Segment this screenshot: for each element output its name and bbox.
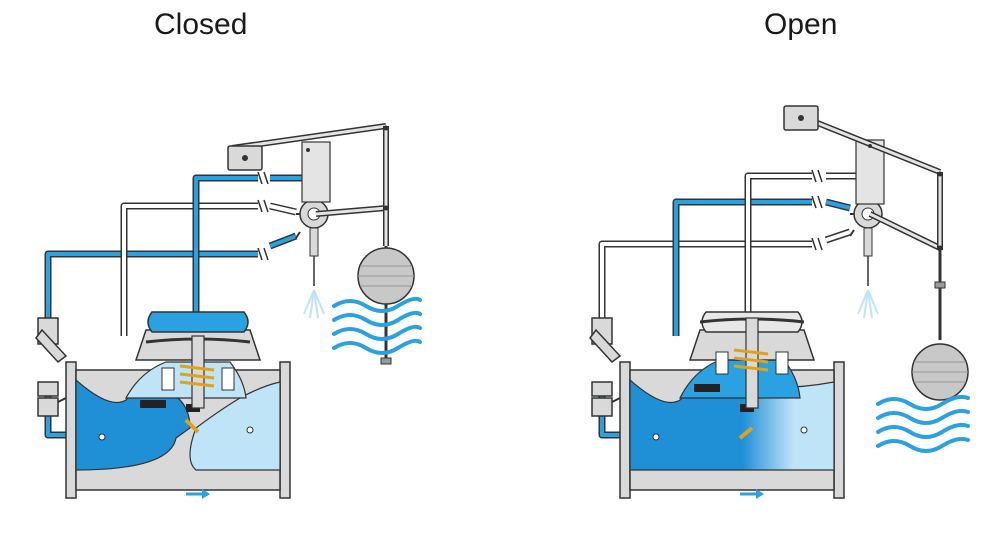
flow-arrow-icon bbox=[186, 489, 210, 499]
closed-title: Closed bbox=[154, 8, 248, 41]
solenoid-icon bbox=[783, 105, 819, 131]
solenoid-icon bbox=[227, 145, 263, 171]
float-lever bbox=[808, 117, 943, 251]
water-wave-icon bbox=[876, 394, 970, 453]
valve-body bbox=[619, 359, 845, 499]
closed-panel bbox=[35, 123, 422, 499]
strainer bbox=[589, 317, 622, 417]
water-spray-icon bbox=[857, 289, 879, 319]
water-spray-icon bbox=[303, 289, 325, 319]
open-panel bbox=[589, 105, 970, 499]
float-lever bbox=[231, 123, 389, 246]
pilot-valve bbox=[849, 199, 883, 286]
float-ball-icon bbox=[357, 246, 415, 365]
flow-arrow-icon bbox=[740, 489, 764, 499]
strainer bbox=[35, 317, 68, 417]
bonnet bbox=[688, 311, 816, 409]
water-wave-icon bbox=[332, 296, 422, 355]
bonnet bbox=[134, 311, 262, 409]
valve-body bbox=[65, 361, 291, 499]
open-title: Open bbox=[764, 8, 838, 41]
float-ball-icon bbox=[911, 250, 969, 401]
